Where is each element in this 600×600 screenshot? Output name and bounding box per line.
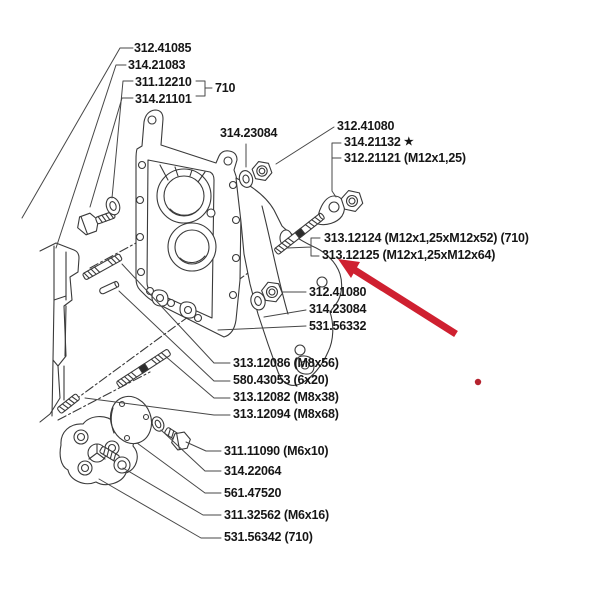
stud-upper-left xyxy=(82,253,123,280)
part-number-label: 312.41080 xyxy=(309,285,367,299)
part-number-label: 313.12094 (M8x68) xyxy=(233,407,339,421)
part-number-label: 312.41085 xyxy=(134,41,192,55)
main-cover-plate xyxy=(135,109,242,338)
part-number-label: 531.56342 (710) xyxy=(224,530,313,544)
red-arrow-head xyxy=(338,259,360,278)
engine-block-edge xyxy=(39,242,80,423)
stud-m12 xyxy=(274,212,325,255)
hex-bolt-bottom xyxy=(164,427,191,451)
part-number-label: 314.21083 xyxy=(128,58,186,72)
part-number-label: 311.32562 (M6x16) xyxy=(224,508,330,522)
stud-bottom-left xyxy=(57,393,80,414)
red-arrow-annotation xyxy=(338,259,458,337)
washer-bottom xyxy=(151,416,165,432)
dowel-pin xyxy=(99,280,120,295)
part-number-label: 311.12210 xyxy=(135,75,192,89)
part-number-label: 561.47520 xyxy=(224,486,282,500)
part-number-label: 314.23084 xyxy=(309,302,367,316)
stud-lower-left xyxy=(116,349,171,388)
socket-bolt xyxy=(99,446,131,474)
part-group-label: 710 xyxy=(215,81,236,95)
red-arrow-shaft xyxy=(351,266,458,337)
part-number-label: 314.21132 ★ xyxy=(344,136,414,149)
part-number-label: 314.21101 xyxy=(135,92,192,106)
nut-top xyxy=(251,161,273,181)
round-cover xyxy=(109,395,153,445)
part-number-label: 313.12125 (M12x1,25xM12x64) xyxy=(322,248,496,262)
red-dot-annotation xyxy=(474,378,482,386)
part-number-label: 313.12086 (M8x56) xyxy=(233,356,339,370)
washer-top xyxy=(238,170,254,188)
nut-mid xyxy=(261,281,283,303)
part-number-label: 580.43053 (6x20) xyxy=(233,373,329,387)
part-number-label: 531.56332 xyxy=(309,319,367,333)
part-number-label: 311.11090 (M6x10) xyxy=(224,444,329,458)
part-number-label: 313.12082 (M8x38) xyxy=(233,390,339,404)
hex-nut-m12 xyxy=(340,190,364,212)
part-number-label: 313.12124 (M12x1,25xM12x52) (710) xyxy=(324,231,529,245)
washer-left xyxy=(105,196,121,216)
part-number-label: 312.41080 xyxy=(337,119,395,133)
part-number-label: 314.22064 xyxy=(224,464,282,478)
side-bracket xyxy=(235,177,343,386)
leader-lines xyxy=(21,47,342,539)
part-number-label: 314.23084 xyxy=(220,126,278,140)
star-icon: ★ xyxy=(403,136,414,148)
hex-bolt-left xyxy=(77,211,116,236)
part-number-text: 314.21132 xyxy=(344,135,401,149)
part-number-label: 312.21121 (M12x1,25) xyxy=(344,151,466,165)
